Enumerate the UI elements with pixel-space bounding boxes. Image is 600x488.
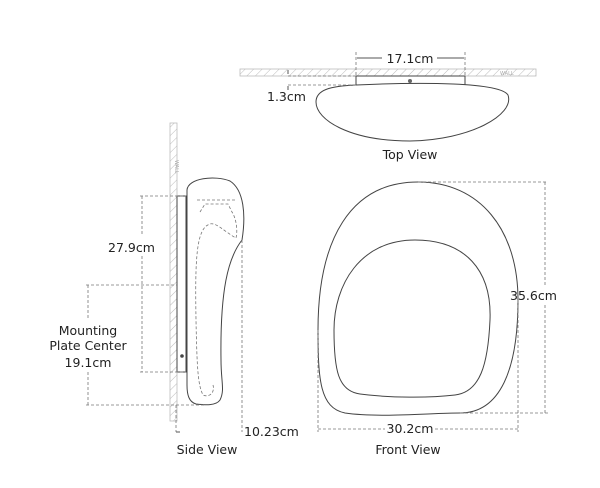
wall-label-side: WALL	[173, 160, 179, 174]
top-depth-label: 1.3cm	[267, 89, 306, 104]
fixture-front-inner	[333, 239, 491, 398]
shade-top	[315, 82, 510, 142]
front-height-label: 35.6cm	[510, 288, 557, 303]
fixture-side	[186, 177, 245, 406]
mounting-label-line2: Plate Center	[49, 338, 127, 353]
side-height-label: 27.9cm	[108, 240, 155, 255]
wall-top	[239, 68, 537, 77]
front-width-label: 30.2cm	[387, 421, 434, 436]
top-view: WALL 17.1cm 1.3cm Top View	[239, 51, 537, 162]
top-view-title: Top View	[382, 147, 438, 162]
top-width-label: 17.1cm	[387, 51, 434, 66]
mounting-label-line1: Mounting	[59, 323, 118, 338]
side-extension-label: 10.23cm	[244, 424, 299, 439]
side-view: WALL 27.9cm Mounting Plate Center 19.1cm…	[49, 122, 299, 457]
mounting-value: 19.1cm	[65, 355, 112, 370]
screw-icon	[408, 79, 412, 83]
wall-label-top: WALL	[500, 71, 514, 77]
mounting-plate-side	[176, 195, 187, 373]
front-view: 35.6cm 30.2cm Front View	[317, 181, 557, 457]
side-view-title: Side View	[177, 442, 238, 457]
front-view-title: Front View	[375, 442, 440, 457]
